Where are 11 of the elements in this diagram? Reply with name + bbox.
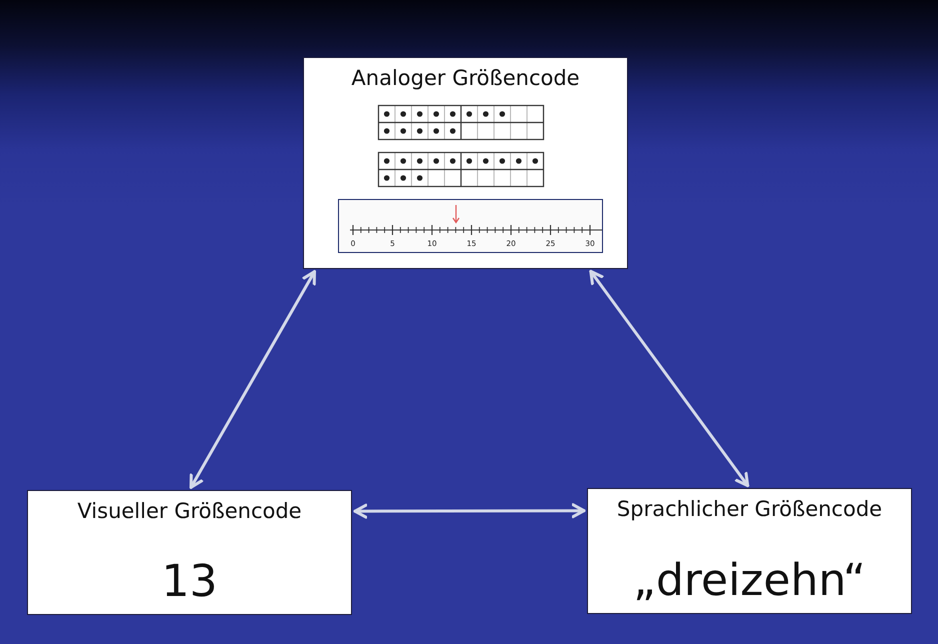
number-word-text: „dreizehn“	[633, 556, 866, 607]
numeral-text: 13	[162, 557, 218, 608]
double-arrow	[190, 270, 316, 489]
double-arrow	[354, 503, 586, 519]
double-arrow	[589, 270, 750, 488]
box-title: Sprachlicher Größencode	[616, 497, 882, 522]
code-box	[27, 490, 352, 615]
picture-card	[303, 57, 628, 269]
box-title: Visueller Größencode	[77, 499, 302, 524]
code-box	[587, 488, 912, 614]
box-title: Analoger Größencode	[351, 66, 580, 90]
